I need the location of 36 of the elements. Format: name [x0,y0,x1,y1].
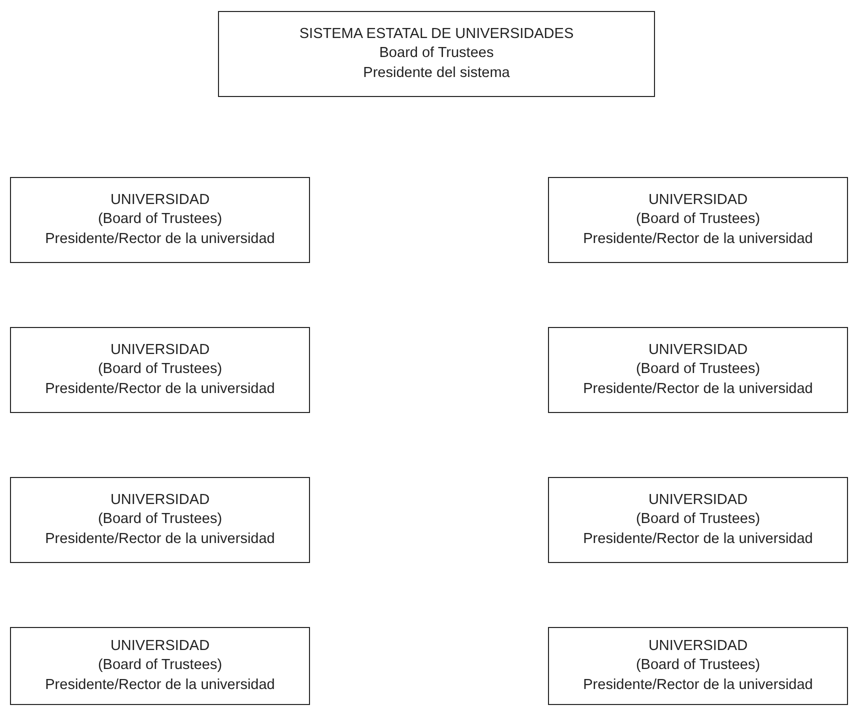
president-text: Presidente/Rector de la universidad [583,380,813,398]
board-text: (Board of Trustees) [636,511,760,529]
org-box [10,477,310,563]
heading-text: UNIVERSIDAD [110,638,210,656]
heading-text: SISTEMA ESTATAL DE UNIVERSIDADES [299,26,574,44]
heading-text: UNIVERSIDAD [110,342,210,360]
org-box [548,477,848,563]
system-box [218,11,655,97]
board-text: (Board of Trustees) [98,511,222,529]
board-text: (Board of Trustees) [636,211,760,229]
president-text: Presidente/Rector de la universidad [45,380,275,398]
president-text: Presidente/Rector de la universidad [45,230,275,248]
president-text: Presidente/Rector de la universidad [583,230,813,248]
president-text: Presidente/Rector de la universidad [583,676,813,694]
president-text: Presidente/Rector de la universidad [583,530,813,548]
org-box [548,327,848,413]
board-text: (Board of Trustees) [98,361,222,379]
heading-text: UNIVERSIDAD [648,192,748,210]
org-box [10,327,310,413]
president-text: Presidente/Rector de la universidad [45,530,275,548]
org-box [10,177,310,263]
org-box [548,627,848,705]
heading-text: UNIVERSIDAD [648,342,748,360]
board-text: Board of Trustees [379,45,494,63]
org-box [10,627,310,705]
heading-text: UNIVERSIDAD [648,492,748,510]
board-text: (Board of Trustees) [98,211,222,229]
board-text: (Board of Trustees) [636,361,760,379]
heading-text: UNIVERSIDAD [648,638,748,656]
org-box [548,177,848,263]
president-text: Presidente/Rector de la universidad [45,676,275,694]
heading-text: UNIVERSIDAD [110,192,210,210]
board-text: (Board of Trustees) [98,657,222,675]
board-text: (Board of Trustees) [636,657,760,675]
president-text: Presidente del sistema [363,64,510,82]
heading-text: UNIVERSIDAD [110,492,210,510]
